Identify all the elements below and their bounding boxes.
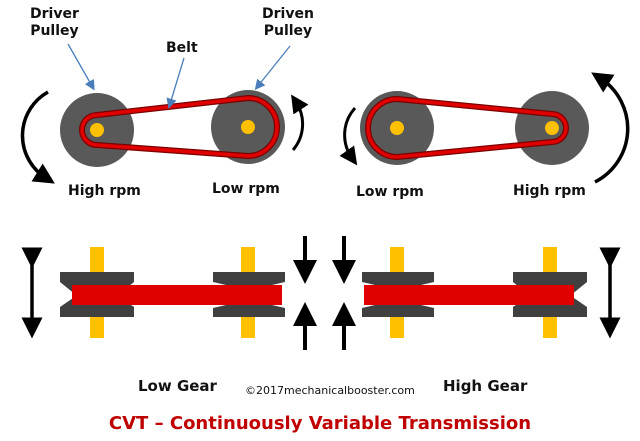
high-gear-label: High Gear [443,377,528,395]
driven-hub [241,120,255,134]
diagram-title: CVT – Continuously Variable Transmission [108,413,532,434]
center-arrows [293,236,356,350]
pointer-arrow-icon [254,45,291,91]
driven-hub [545,121,559,135]
rotation-arrow-icon [20,90,55,184]
driven-flange-top [213,272,285,285]
driver-flange-bottom [362,305,434,317]
belt-label: Belt [166,40,198,56]
copyright-text: ©2017mechanicalbooster.com [245,384,415,397]
driver-hub [90,123,104,137]
belt [72,285,282,305]
rotation-arrow-icon [291,94,309,151]
driver-hub [390,121,404,135]
right-driven-speed-label: High rpm [513,183,586,199]
left-driver-speed-label: High rpm [68,183,141,199]
driven-flange-bottom [213,305,285,317]
high-gear-side-view [362,247,621,339]
rotation-arrow-icon [339,106,358,166]
left-driven-speed-label: Low rpm [212,181,280,197]
high-gear-pulley-view [339,72,630,184]
driver-pulley-label: Driver Pulley [30,6,79,39]
right-driver-speed-label: Low rpm [356,184,424,200]
low-gear-pulley-view [20,43,309,184]
pointer-arrow-icon [67,43,95,91]
pointer-arrow-icon [166,57,185,109]
driven-pulley-label: Driven Pulley [262,6,314,39]
low-gear-side-view [21,247,285,339]
driver-flange-top [362,272,434,285]
rotation-arrow-icon [591,72,630,184]
belt [364,285,574,305]
low-gear-label: Low Gear [138,377,217,395]
